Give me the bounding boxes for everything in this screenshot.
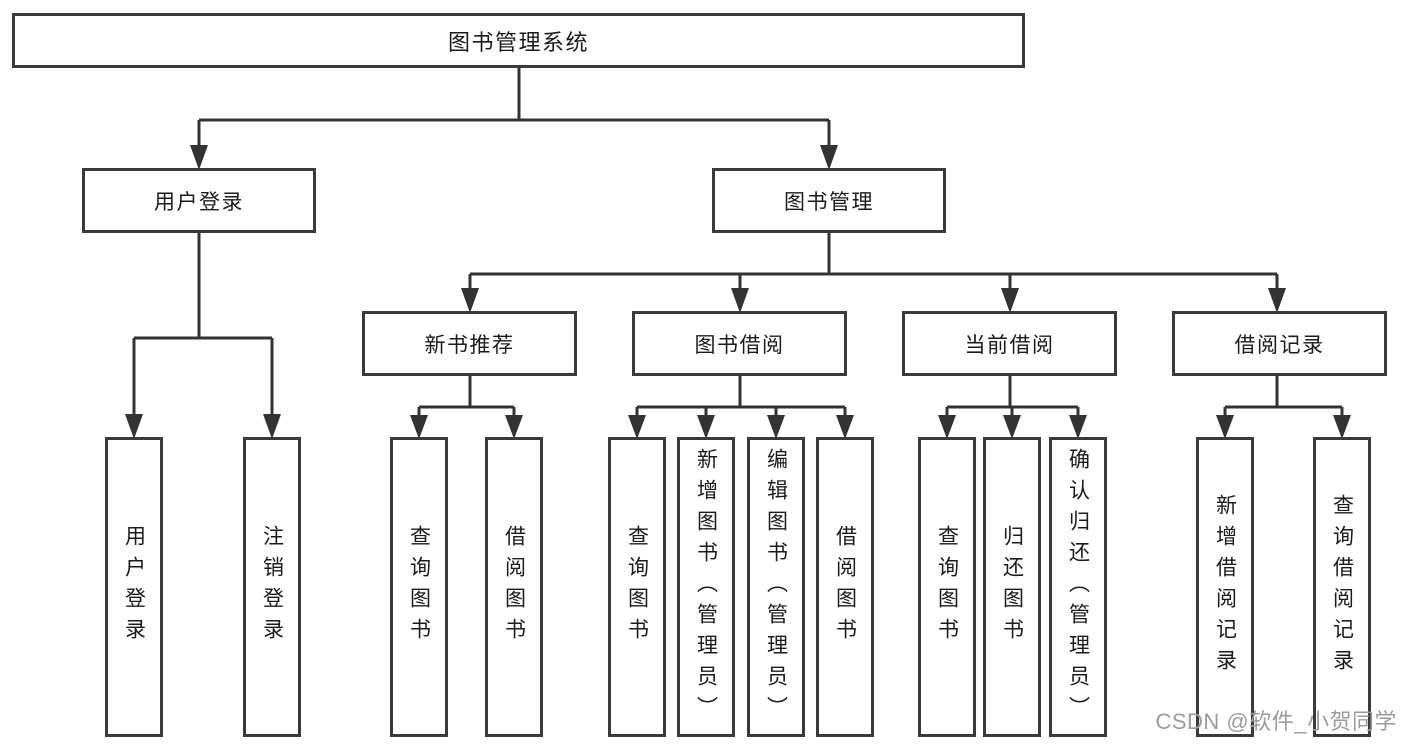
node-book-borrow: 图书借阅 <box>632 311 847 376</box>
node-br-add-record-label: 新增借阅记录 <box>1213 494 1237 680</box>
node-new-book-rec: 新书推荐 <box>362 311 577 376</box>
node-cb-confirm-return: 确认归还（管理员） <box>1049 437 1107 737</box>
node-current-borrow: 当前借阅 <box>902 311 1117 376</box>
book-mgmt-connector <box>461 233 1286 313</box>
node-borrow-records: 借阅记录 <box>1172 311 1387 376</box>
node-cb-confirm-return-label: 确认归还（管理员） <box>1066 447 1090 727</box>
user-login-connector <box>125 233 281 439</box>
node-book-mgmt-label: 图书管理 <box>784 190 874 214</box>
arrowhead <box>461 288 479 313</box>
arrowhead <box>731 288 749 313</box>
node-book-mgmt: 图书管理 <box>712 168 946 233</box>
arrowhead <box>190 145 208 170</box>
arrowhead <box>1003 415 1021 439</box>
node-bb-query-book: 查询图书 <box>608 437 666 737</box>
node-bb-borrow-book-label: 借阅图书 <box>833 525 857 649</box>
arrowhead <box>836 415 854 439</box>
node-bb-borrow-book: 借阅图书 <box>816 437 874 737</box>
book-borrow-connector <box>628 376 854 439</box>
current-borrow-connector <box>938 376 1087 439</box>
node-cb-query-book-label: 查询图书 <box>935 525 959 649</box>
root-connector <box>190 68 838 170</box>
node-cb-return-book-label: 归还图书 <box>1000 525 1024 649</box>
node-br-add-record: 新增借阅记录 <box>1196 437 1254 737</box>
node-book-borrow-label: 图书借阅 <box>694 333 785 357</box>
arrowhead <box>1001 288 1019 313</box>
node-bb-add-book: 新增图书（管理员） <box>677 437 735 737</box>
node-current-borrow-label: 当前借阅 <box>964 333 1055 357</box>
node-nb-query-book: 查询图书 <box>390 437 448 737</box>
arrowhead <box>1268 288 1286 313</box>
arrowhead <box>767 415 785 439</box>
arrowhead <box>697 415 715 439</box>
node-user-login-action-label: 用户登录 <box>122 525 146 649</box>
node-root-label: 图书管理系统 <box>447 29 589 55</box>
node-new-book-rec-label: 新书推荐 <box>424 333 515 357</box>
node-user-login-label: 用户登录 <box>154 190 244 214</box>
node-root: 图书管理系统 <box>12 13 1025 68</box>
node-nb-query-book-label: 查询图书 <box>407 525 431 649</box>
node-cb-query-book: 查询图书 <box>918 437 976 737</box>
node-br-query-record-label: 查询借阅记录 <box>1330 494 1354 680</box>
watermark: CSDN @软件_小贺同学 <box>1155 709 1397 734</box>
node-bb-edit-book: 编辑图书（管理员） <box>747 437 805 737</box>
arrowhead <box>820 145 838 170</box>
arrowhead <box>410 415 428 439</box>
node-logout-label: 注销登录 <box>260 525 284 649</box>
node-nb-borrow-book-label: 借阅图书 <box>502 525 526 649</box>
node-user-login-action: 用户登录 <box>105 437 163 737</box>
arrowhead <box>263 414 281 439</box>
node-cb-return-book: 归还图书 <box>983 437 1041 737</box>
node-logout: 注销登录 <box>243 437 301 737</box>
node-nb-borrow-book: 借阅图书 <box>485 437 543 737</box>
arrowhead <box>505 415 523 439</box>
arrowhead <box>938 415 956 439</box>
node-borrow-records-label: 借阅记录 <box>1234 333 1325 357</box>
arrowhead <box>1333 415 1351 439</box>
node-user-login: 用户登录 <box>82 168 316 233</box>
borrow-records-connector <box>1216 376 1351 439</box>
new-book-rec-connector <box>410 376 523 439</box>
arrowhead <box>628 415 646 439</box>
arrowhead <box>1216 415 1234 439</box>
node-bb-edit-book-label: 编辑图书（管理员） <box>764 447 788 727</box>
node-bb-add-book-label: 新增图书（管理员） <box>694 447 718 727</box>
arrowhead <box>1069 415 1087 439</box>
node-br-query-record: 查询借阅记录 <box>1313 437 1371 737</box>
node-bb-query-book-label: 查询图书 <box>625 525 649 649</box>
arrowhead <box>125 414 143 439</box>
